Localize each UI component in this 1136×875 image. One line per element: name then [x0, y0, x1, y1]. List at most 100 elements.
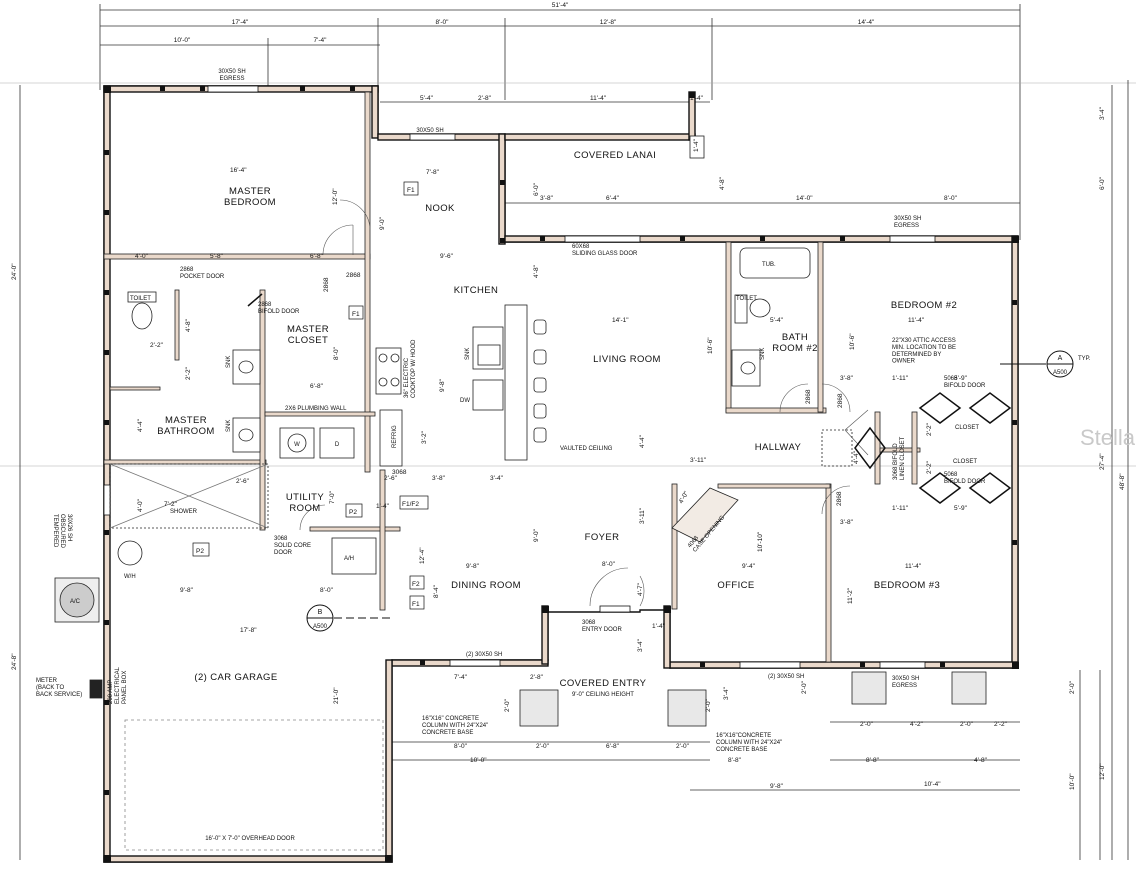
section-b-letter: B	[318, 609, 323, 616]
svg-text:10'-0": 10'-0"	[470, 757, 487, 764]
note-tempered: 30X26 SHOBSCUREDTEMPERED	[52, 514, 72, 549]
room-office: OFFICE	[717, 580, 754, 591]
note-wh: W/H	[124, 574, 136, 580]
note-plumbing-wall: 2X6 PLUMBING WALL	[285, 406, 347, 412]
svg-text:10'-0": 10'-0"	[1069, 773, 1076, 790]
svg-text:4'-7": 4'-7"	[637, 582, 644, 596]
svg-text:27'-4": 27'-4"	[1099, 453, 1106, 470]
note-sink-master-2: SNK	[226, 420, 232, 432]
note-overhead-door: 16'-0" X 7'-0" OVERHEAD DOOR	[205, 836, 295, 842]
tag-f1-p2: F1/F2	[402, 501, 419, 508]
svg-text:11'-2": 11'-2"	[847, 587, 854, 604]
svg-text:48'-8": 48'-8"	[1119, 473, 1126, 490]
svg-text:21'-0": 21'-0"	[333, 687, 340, 704]
svg-text:2'-0": 2'-0"	[1069, 680, 1076, 694]
svg-text:3'-4": 3'-4"	[1099, 106, 1106, 120]
room-dining: DINING ROOM	[451, 580, 521, 591]
svg-text:10'-0": 10'-0"	[174, 37, 191, 44]
svg-text:8'-0": 8'-0"	[454, 743, 468, 750]
tag-f1-garage: F1	[412, 601, 420, 608]
svg-text:4'-4": 4'-4"	[853, 450, 860, 464]
tag-p2-utility: P2	[349, 509, 357, 516]
note-sink-master-1: SNK	[226, 356, 232, 368]
svg-text:6'-8": 6'-8"	[310, 253, 324, 260]
note-panel-box: 200 AMPELECTRICALPANEL BOX	[108, 666, 128, 704]
svg-text:2'-6": 2'-6"	[236, 478, 250, 485]
svg-text:1'-4": 1'-4"	[652, 623, 666, 630]
interior-walls	[103, 91, 921, 663]
room-covered-lanai: COVERED LANAI	[574, 150, 656, 161]
room-nook: NOOK	[425, 203, 455, 214]
svg-text:14'-0": 14'-0"	[796, 195, 813, 202]
svg-text:2868: 2868	[837, 393, 844, 408]
room-bedroom-2: BEDROOM #2	[891, 300, 957, 311]
room-covered-entry: COVERED ENTRY	[560, 678, 647, 689]
svg-text:1'-11": 1'-11"	[892, 505, 909, 512]
svg-text:3'-8": 3'-8"	[540, 195, 554, 202]
svg-text:7'-8": 7'-8"	[426, 169, 440, 176]
note-dryer: D	[335, 442, 340, 448]
room-closet-bottom: CLOSET	[953, 459, 977, 465]
svg-text:9'-4": 9'-4"	[742, 563, 756, 570]
svg-text:2'-0": 2'-0"	[860, 721, 874, 728]
svg-text:12'-8": 12'-8"	[600, 19, 617, 26]
bifold-doors	[247, 293, 1012, 504]
note-sink-kitchen: SNK	[465, 348, 471, 360]
svg-text:5'-4": 5'-4"	[770, 317, 784, 324]
svg-text:1'-4": 1'-4"	[376, 503, 390, 510]
svg-text:3068: 3068	[392, 469, 407, 476]
svg-text:2'-2": 2'-2"	[926, 460, 933, 474]
svg-text:6'-0": 6'-0"	[533, 182, 540, 196]
svg-text:16'-4": 16'-4"	[230, 167, 247, 174]
svg-text:5'-8": 5'-8"	[210, 253, 224, 260]
note-toilet-master: TOILET	[130, 296, 151, 302]
note-cooktop: 36" ELECTRICCOOKTOP W/ HOOD	[404, 339, 417, 398]
svg-text:2868: 2868	[836, 491, 843, 506]
note-refrig: REFRIG	[392, 425, 398, 448]
note-ah: A/H	[344, 556, 354, 562]
svg-text:3'-11": 3'-11"	[639, 507, 646, 524]
svg-text:4'-2": 4'-2"	[910, 721, 924, 728]
svg-text:8'-4": 8'-4"	[433, 584, 440, 598]
svg-text:5'-9": 5'-9"	[954, 375, 968, 382]
tag-f1: F1	[407, 187, 415, 194]
room-hallway: HALLWAY	[755, 442, 802, 453]
svg-text:10'-6": 10'-6"	[849, 333, 856, 350]
svg-text:6'-8": 6'-8"	[606, 743, 620, 750]
svg-text:2'-8": 2'-8"	[530, 674, 544, 681]
svg-text:2868: 2868	[805, 389, 812, 404]
note-linen-closet: 3068 BIFOLDLINEN CLOSET	[893, 436, 906, 480]
note-shower: SHOWER	[170, 509, 198, 515]
fixture-tags	[192, 181, 429, 610]
svg-text:2'-0": 2'-0"	[536, 743, 550, 750]
svg-text:3'-4": 3'-4"	[490, 475, 504, 482]
svg-text:12'-4": 12'-4"	[419, 547, 426, 564]
room-foyer: FOYER	[585, 532, 620, 543]
svg-text:3'-8": 3'-8"	[840, 375, 854, 382]
section-a-sheet: A500	[1053, 370, 1068, 376]
note-office-window: (2) 30X50 SH	[768, 674, 804, 680]
note-nook-window: 30X50 SH	[416, 128, 443, 134]
svg-text:12'-0": 12'-0"	[1099, 763, 1106, 780]
svg-text:6'-8": 6'-8"	[310, 383, 324, 390]
svg-text:6'-4": 6'-4"	[606, 195, 620, 202]
svg-text:2'-2": 2'-2"	[185, 366, 192, 380]
svg-text:8'-0": 8'-0"	[944, 195, 958, 202]
room-bedroom-3: BEDROOM #3	[874, 580, 940, 591]
fixtures	[54, 135, 987, 851]
note-sink-bath2: SNK	[760, 348, 766, 360]
svg-text:11'-4": 11'-4"	[590, 95, 607, 102]
svg-text:3'-11": 3'-11"	[690, 457, 707, 464]
section-a-letter: A	[1058, 355, 1063, 362]
